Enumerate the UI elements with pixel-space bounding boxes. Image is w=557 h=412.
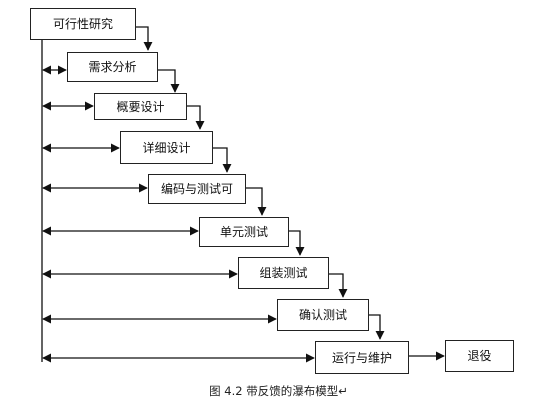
figure-caption: 图 4.2 带反馈的瀑布模型↵ xyxy=(209,384,348,398)
stage-requirements-analysis: 需求分析 xyxy=(67,52,158,82)
forward-arrow-7 xyxy=(328,273,348,298)
stage-integration-testing: 组装测试 xyxy=(238,257,329,289)
forward-arrow-6 xyxy=(288,230,305,256)
stage-coding-and-testing: 编码与测试可 xyxy=(148,174,246,204)
forward-arrow-2 xyxy=(157,69,180,93)
stage-preliminary-design: 概要设计 xyxy=(94,93,187,120)
stage-operation-and-maintenance: 运行与维护 xyxy=(315,341,409,374)
stage-acceptance-testing: 确认测试 xyxy=(277,299,369,331)
forward-arrow-8 xyxy=(368,314,385,340)
stage-unit-testing: 单元测试 xyxy=(199,217,289,247)
stage-feasibility-study: 可行性研究 xyxy=(30,8,136,40)
forward-arrow-5 xyxy=(245,187,267,216)
forward-arrow-3 xyxy=(186,105,205,130)
stage-detailed-design: 详细设计 xyxy=(120,131,213,164)
stage-retirement: 退役 xyxy=(445,340,514,372)
forward-arrow-4 xyxy=(212,147,232,173)
forward-arrow-1 xyxy=(135,26,153,51)
